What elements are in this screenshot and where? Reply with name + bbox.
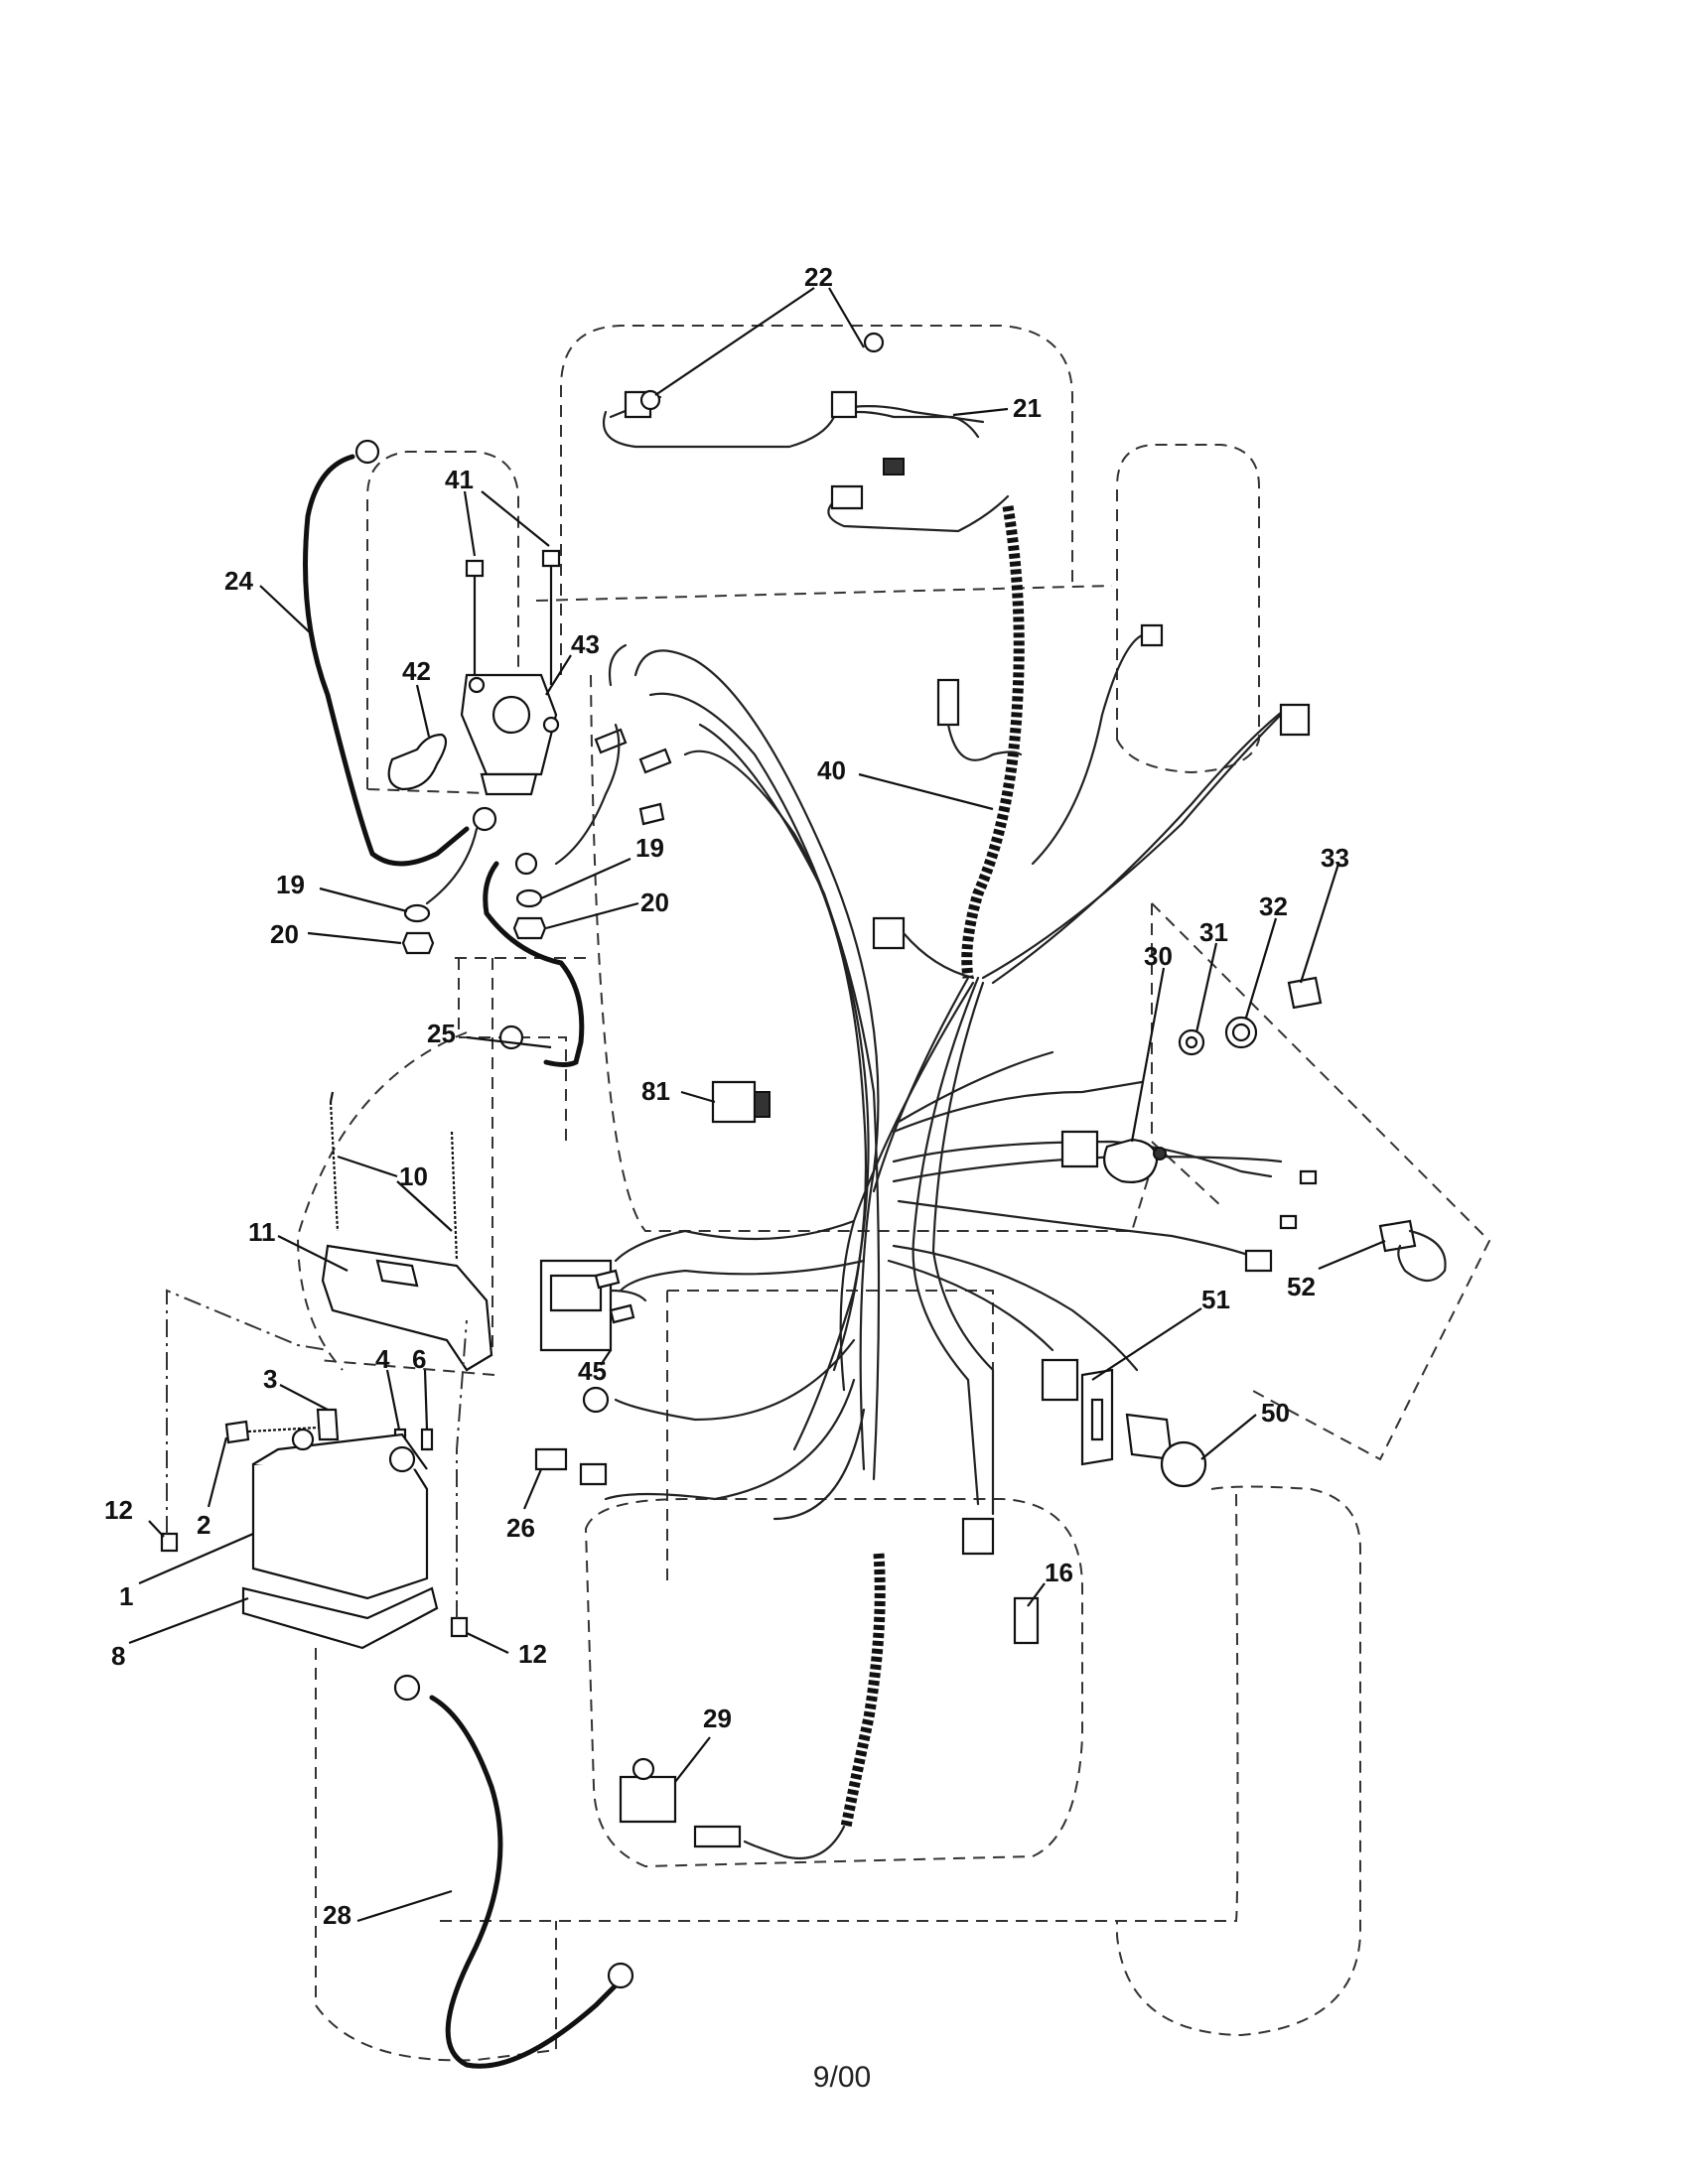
callouts: 22 21 41 24 42 43 40 19 19 20 20 33 32 3… xyxy=(104,262,1349,1930)
harness-parts xyxy=(534,728,1447,1860)
callout-52: 52 xyxy=(1287,1272,1316,1301)
callout-11: 11 xyxy=(248,1217,276,1247)
callout-30: 30 xyxy=(1144,941,1173,971)
callout-10: 10 xyxy=(399,1161,428,1191)
pto-knob xyxy=(1160,1440,1207,1488)
ignition-key xyxy=(1287,976,1323,1010)
callout-leaders xyxy=(128,287,1386,1923)
battery-area xyxy=(160,1091,634,2069)
connector-right-upper xyxy=(1140,623,1164,647)
callout-50: 50 xyxy=(1261,1398,1290,1428)
callout-22: 22 xyxy=(804,262,833,292)
callout-16: 16 xyxy=(1045,1558,1073,1587)
headlight-bulb-right xyxy=(830,390,858,419)
callout-3: 3 xyxy=(263,1364,277,1394)
tractor-outline xyxy=(296,325,1491,2062)
callout-25: 25 xyxy=(427,1019,456,1048)
callout-81: 81 xyxy=(641,1076,670,1106)
callout-1: 1 xyxy=(119,1581,133,1611)
callout-31: 31 xyxy=(1199,917,1228,947)
solenoid-boot xyxy=(387,733,448,791)
battery-tray xyxy=(241,1586,439,1650)
callout-24: 24 xyxy=(224,566,253,596)
callout-42: 42 xyxy=(402,656,431,686)
main-wire-bundle xyxy=(604,649,1283,1521)
fuse xyxy=(534,1447,568,1471)
callout-20-right: 20 xyxy=(640,887,669,917)
revision-date: 9/00 xyxy=(812,2061,872,2094)
relay xyxy=(711,1080,757,1124)
callout-6: 6 xyxy=(412,1344,426,1374)
callout-21: 21 xyxy=(1013,393,1042,423)
main-harness-conduit xyxy=(872,505,1311,985)
callout-19-right: 19 xyxy=(635,833,664,863)
callout-8: 8 xyxy=(111,1641,125,1671)
callout-20: 20 xyxy=(270,919,299,949)
callout-28: 28 xyxy=(323,1900,351,1930)
callout-41: 41 xyxy=(445,465,474,494)
solenoid-assembly xyxy=(303,439,628,1067)
callout-26: 26 xyxy=(506,1513,535,1543)
ignition-switch xyxy=(1103,1138,1159,1183)
light-harness xyxy=(603,332,1010,533)
battery-holddown xyxy=(321,1244,493,1372)
brake-switch xyxy=(619,1775,677,1824)
callout-45: 45 xyxy=(578,1356,607,1386)
callout-33: 33 xyxy=(1321,843,1349,873)
callout-32: 32 xyxy=(1259,891,1288,921)
fuse-holder xyxy=(1378,1219,1417,1253)
connector-right-far xyxy=(1279,703,1311,737)
callout-2: 2 xyxy=(197,1510,210,1540)
callout-51: 51 xyxy=(1201,1285,1230,1314)
callout-4: 4 xyxy=(375,1344,390,1374)
seat-switch xyxy=(1013,1596,1040,1645)
callout-43: 43 xyxy=(571,629,600,659)
nut-right xyxy=(450,1616,469,1638)
callout-40: 40 xyxy=(817,755,846,785)
callout-29: 29 xyxy=(703,1704,732,1733)
callout-19: 19 xyxy=(276,870,305,899)
callout-12-left: 12 xyxy=(104,1495,133,1525)
nut-left xyxy=(160,1532,179,1553)
callout-12-right: 12 xyxy=(518,1639,547,1669)
